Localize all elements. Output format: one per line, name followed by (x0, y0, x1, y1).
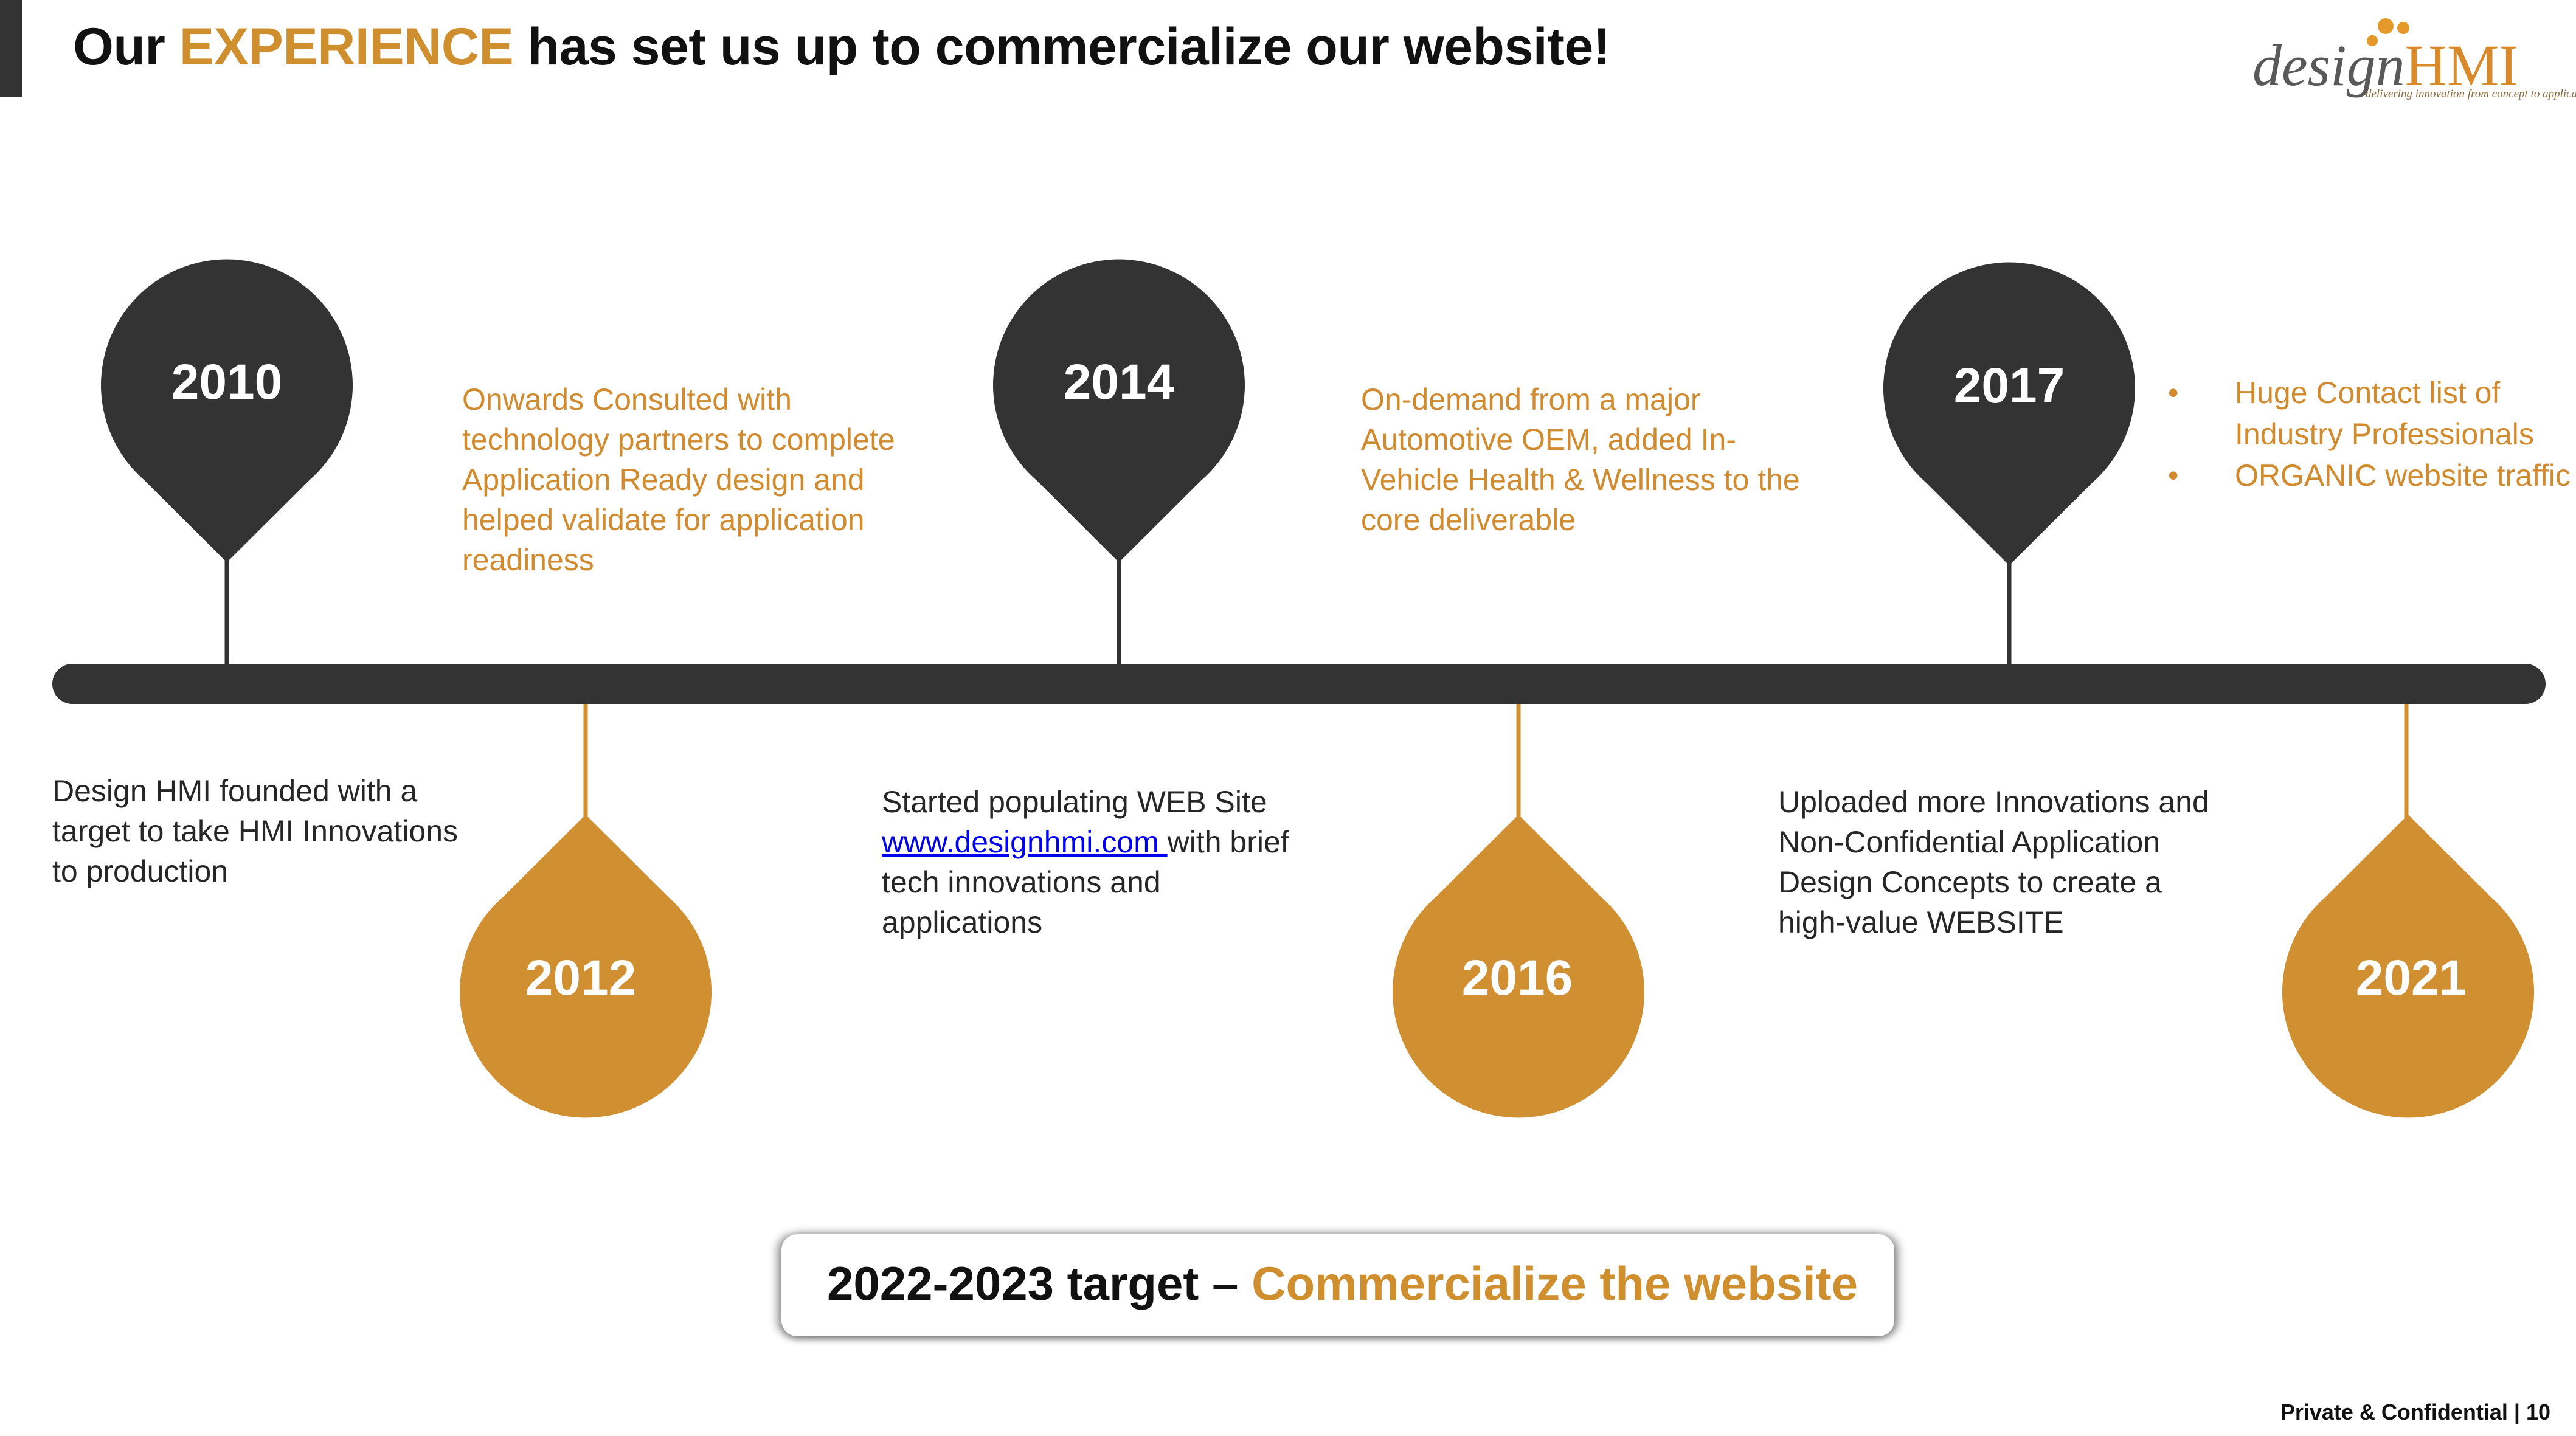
year-label-2021: 2021 (2355, 950, 2467, 1006)
bullets-2021: • Huge Contact list of Industry Professi… (2168, 372, 2571, 496)
year-label-2016: 2016 (1461, 950, 1573, 1006)
page-title: Our EXPERIENCE has set us up to commerci… (73, 18, 1610, 76)
target-text: 2022-2023 target – Commercialize the web… (827, 1257, 1858, 1310)
title-accent-bar (0, 0, 22, 97)
year-label-2012: 2012 (525, 950, 637, 1006)
desc-2017: Uploaded more Innovations and Non-Confid… (1778, 785, 2209, 939)
footer-confidential: Private & Confidential | 10 (2280, 1400, 2550, 1424)
year-label-2014: 2014 (1063, 354, 1175, 410)
year-label-2017: 2017 (1953, 358, 2065, 413)
logo-tagline: delivering innovation from concept to ap… (2366, 88, 2576, 100)
designhmi-logo: designHMI delivering innovation from con… (2244, 13, 2576, 105)
target-callout: 2022-2023 target – Commercialize the web… (781, 1234, 1894, 1336)
desc-2016: On-demand from a major Automotive OEM, a… (1361, 382, 1800, 537)
pin-2017 (1883, 262, 2135, 665)
pin-2012 (460, 704, 712, 1118)
bullet-item: • ORGANIC website traffic (2168, 455, 2571, 496)
website-link[interactable]: www.designhmi.com (882, 825, 1168, 859)
desc-2014: Started populating WEB Site www.designhm… (882, 785, 1289, 939)
bullet-dot: • (2168, 458, 2179, 492)
target-highlight: Commercialize the website (1252, 1257, 1858, 1310)
pin-2010 (101, 259, 353, 665)
bullet-dot: • (2168, 376, 2179, 410)
title-highlight: EXPERIENCE (179, 18, 514, 76)
desc-2010: Design HMI founded with a target to take… (52, 774, 459, 888)
bullet-item: • Huge Contact list of Industry Professi… (2168, 372, 2571, 455)
desc-2012: Onwards Consulted with technology partne… (462, 382, 895, 577)
pin-2014 (993, 259, 1245, 665)
year-label-2010: 2010 (171, 354, 283, 410)
pin-2021 (2282, 704, 2535, 1118)
timeline-axis (52, 664, 2546, 704)
pin-2016 (1392, 704, 1644, 1118)
